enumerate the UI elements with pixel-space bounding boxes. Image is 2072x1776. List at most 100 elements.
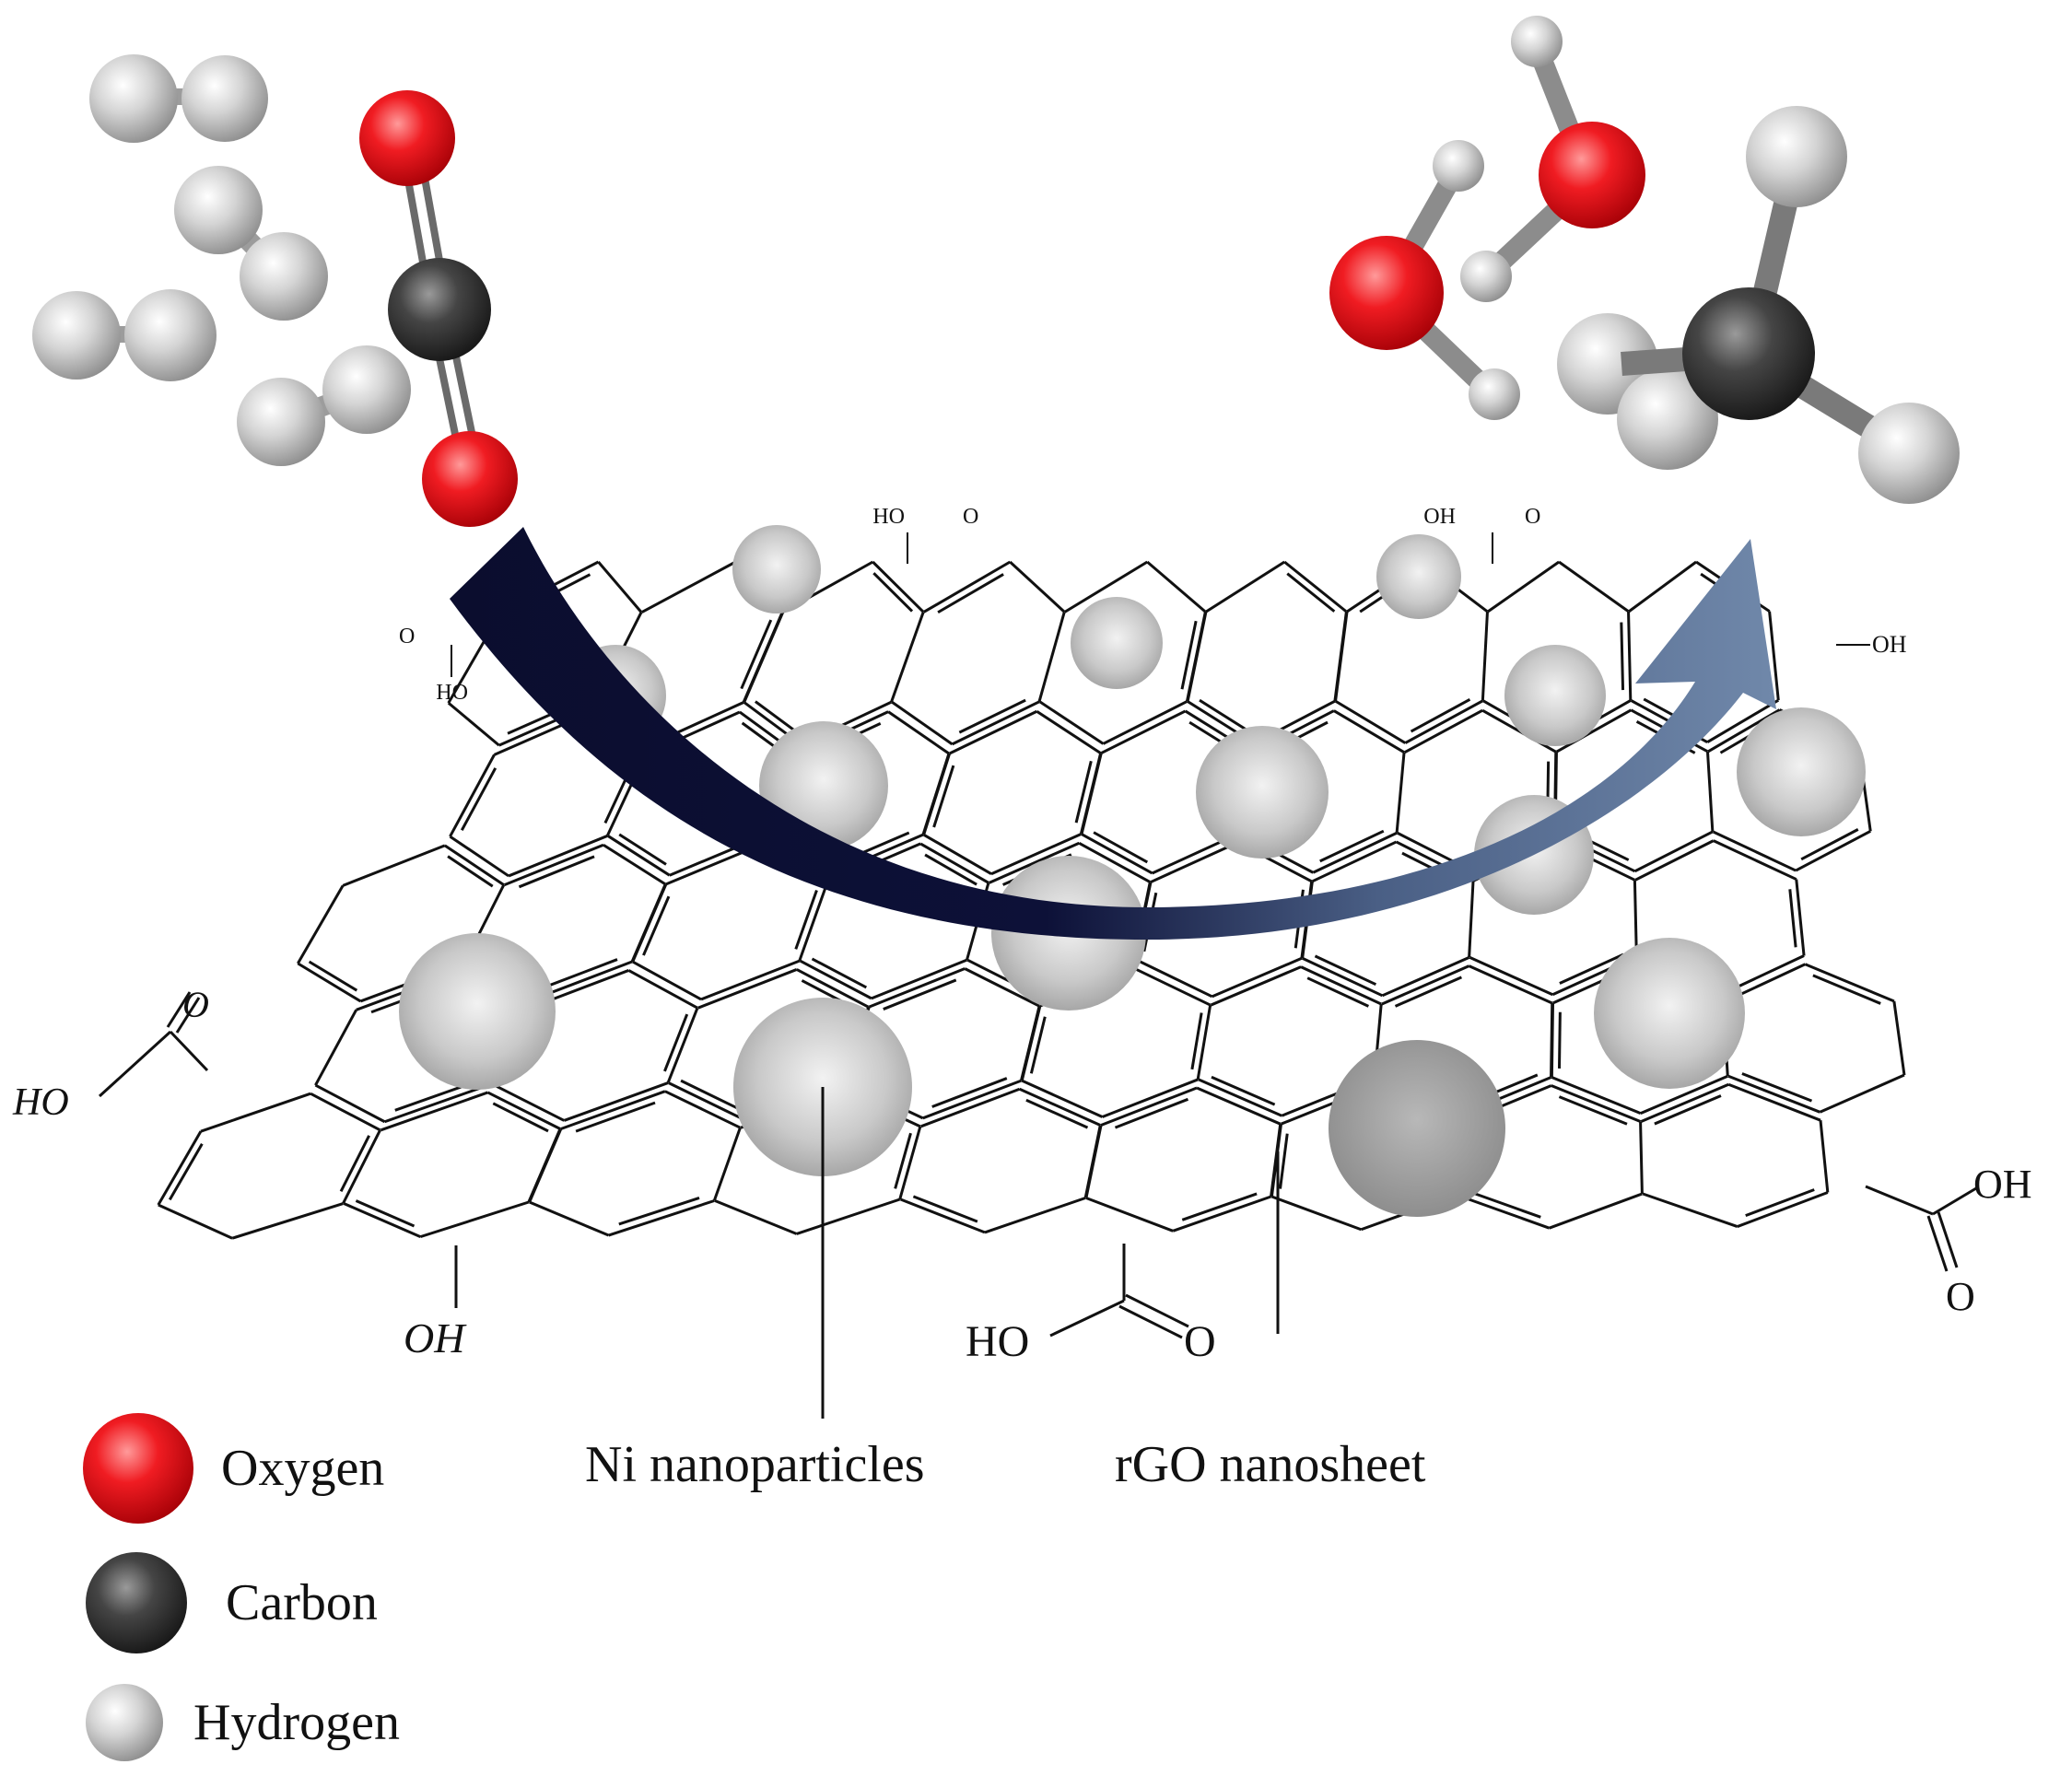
lattice-bond [714,1199,798,1235]
lattice-double-bond [618,833,667,866]
lattice-bond [1146,560,1207,613]
lattice-bond [1795,879,1806,956]
lattice-bond [631,883,668,963]
functional-groups: O HO OH HO O OH O OH O HO O O OH OH [12,503,2032,1366]
lattice-double-bond [1211,1075,1276,1106]
lattice-double-bond [931,1077,1008,1108]
lattice-bond [948,709,1038,755]
lattice-bond [158,1203,233,1240]
lattice-bond [989,841,1080,884]
lattice-double-bond [1558,1095,1628,1126]
reaction-arrow [450,527,1776,940]
lattice-double-bond [642,895,671,956]
lattice-bond [964,967,1040,1008]
lattice-bond [664,1090,742,1129]
lattice-bond [597,561,643,613]
lattice-double-bond [1029,1016,1047,1074]
lattice-double-bond [1279,1133,1289,1189]
lattice-bond [1707,708,1781,754]
lattice-bond [1642,1192,1738,1228]
lattice-double-bond [1559,952,1624,985]
lattice-bond [641,560,737,613]
ni-particle [1376,534,1461,619]
lattice-bond [1100,1086,1198,1127]
group-o-left: O [182,984,209,1025]
lattice-bond [1131,966,1212,1007]
lattice-bond [1639,1121,1644,1195]
lattice-bond [1196,1004,1212,1081]
lattice-bond [1404,699,1484,744]
lattice-bond [491,1082,565,1122]
lattice-bond [607,835,671,877]
lattice-bond [922,833,992,876]
lattice-bond [1481,611,1489,701]
lattice-bond [1819,1120,1830,1193]
lattice-bond [700,959,801,1001]
lattice-bond [632,960,702,1001]
callouts: Ni nanoparticles rGO nanosheet [585,1087,1426,1493]
lattice-double-bond [539,958,618,990]
lattice-bond [990,833,1082,876]
lattice-bond [1081,833,1153,875]
lattice-bond [890,611,925,703]
lattice-bond [1819,1073,1905,1114]
legend: Oxygen Carbon Hydrogen [83,1413,400,1761]
lattice-bond [560,1090,666,1130]
lattice-bond [231,1202,344,1240]
lattice-double-bond [1286,572,1336,613]
lattice-bond [1311,840,1398,883]
lattice-bond [627,969,698,1010]
lattice-bond [1078,841,1152,883]
lattice-double-bond [794,889,818,950]
lattice-bond [1640,1082,1729,1123]
lattice-bond [603,843,667,886]
lattice-bond [923,560,1012,613]
h2-molecule [32,289,217,381]
legend-hydrogen-label: Hydrogen [193,1694,400,1751]
lattice-bond [920,1087,1021,1128]
lattice-bond [1019,1087,1101,1127]
lattice-bond [342,1129,381,1205]
lattice-double-bond [883,978,957,1011]
lattice-double-bond [1180,620,1198,690]
lattice-bond [1196,1086,1282,1126]
legend-oxygen-swatch [83,1413,193,1524]
lattice-bond [1038,700,1105,745]
group-oh-bottom-left: OH [404,1314,467,1361]
lattice-bond [1198,1078,1282,1117]
lattice-bond [1210,965,1302,1007]
lattice-bond [1100,709,1187,754]
lattice-bond [1300,965,1382,1006]
lattice-bond [697,968,798,1010]
lattice-bond [380,1091,488,1132]
lattice-bond [796,1198,901,1235]
lattice-double-bond [355,1199,416,1228]
lattice-bond [1172,1195,1272,1233]
lattice-bond [1550,1002,1555,1078]
lattice-bond [1395,752,1406,834]
lattice-bond [1555,708,1633,754]
lattice-bond [887,710,950,755]
co2-molecule [359,90,518,527]
lattice-double-bond [1741,1072,1813,1103]
lattice-bond [1404,708,1483,754]
lattice-bond [1633,880,1638,957]
lattice-bond [1558,560,1630,613]
lattice-bond [1334,699,1407,744]
lattice-bond [529,1200,610,1237]
group-oh-small-top1: OH [872,503,905,527]
rgo-nanosheet-label: rGO nanosheet [1115,1436,1426,1493]
lattice-double-bond [1314,954,1377,987]
ni-particle [1594,938,1745,1089]
lattice-double-bond [618,1196,700,1226]
lattice-bond [891,700,954,746]
lattice-bond [1381,955,1470,998]
lattice-bond [1457,1194,1551,1230]
lattice-double-bond [1025,1098,1089,1129]
lattice-bond [1134,957,1213,999]
products [1329,16,1960,504]
lattice-double-bond [912,1195,978,1223]
lattice-double-bond [680,1079,739,1110]
lattice-bond [1705,751,1715,833]
